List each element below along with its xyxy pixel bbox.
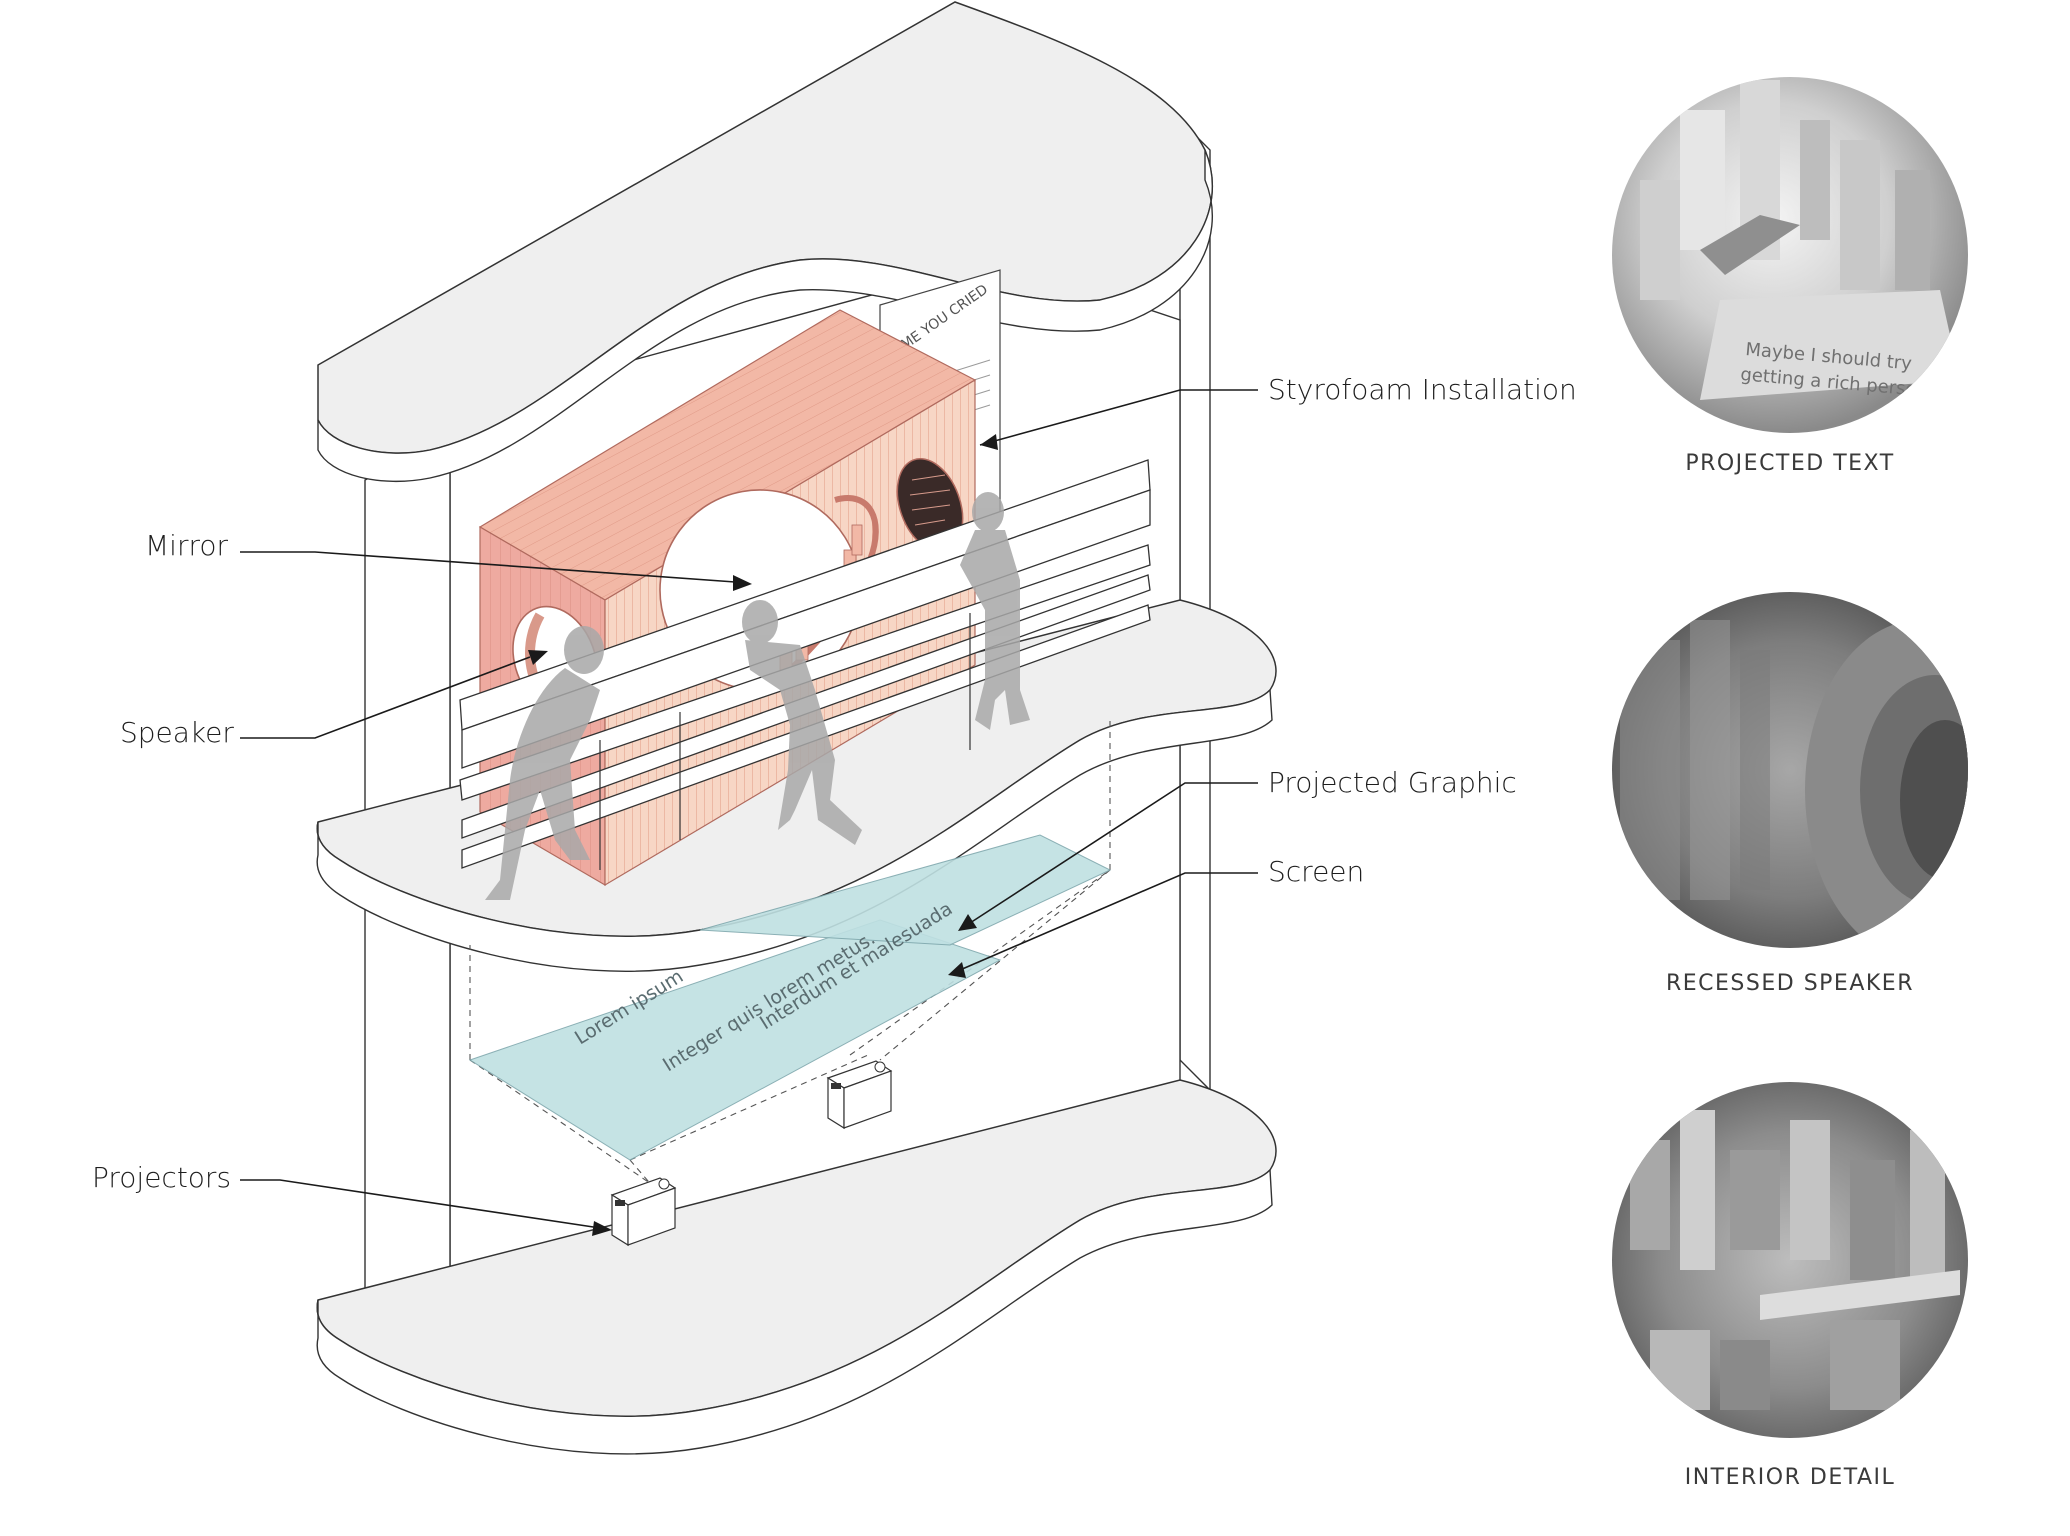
caption-interior-detail: INTERIOR DETAIL [1685,1465,1896,1490]
figure-center-head [742,600,778,644]
label-mirror: Mirror [145,529,228,562]
roof-slab-edge [317,149,1214,483]
label-projected-graphic: Projected Graphic [1268,766,1517,799]
projected-graphic [699,834,1112,946]
bottom-floor-edge [316,1168,1273,1455]
caption-recessed-speaker: RECESSED SPEAKER [1666,971,1914,996]
interior-texture [909,474,951,526]
figure-left-body [485,668,600,900]
figure-right-head [972,492,1004,532]
label-styrofoam-installation: Styrofoam Installation [1268,373,1577,406]
figure-center-body [745,640,862,845]
projector-back [826,1060,893,1130]
screen [468,919,1002,1161]
label-speaker: Speaker [120,716,234,749]
figure-left-head [564,626,604,674]
detail-recessed-speaker [1612,592,1968,948]
projector-front [610,1177,677,1247]
label-projectors: Projectors [92,1161,231,1194]
detail-interior [1612,1082,1968,1438]
visitor-figures [485,492,1030,900]
figure-right-body [960,530,1030,730]
detail-projected-text: Maybe I should try getting a rich person [1612,77,1968,433]
callouts: Styrofoam Installation Mirror Speaker Pr… [92,373,1577,1236]
label-screen: Screen [1268,855,1364,888]
caption-projected-text: PROJECTED TEXT [1685,451,1894,476]
